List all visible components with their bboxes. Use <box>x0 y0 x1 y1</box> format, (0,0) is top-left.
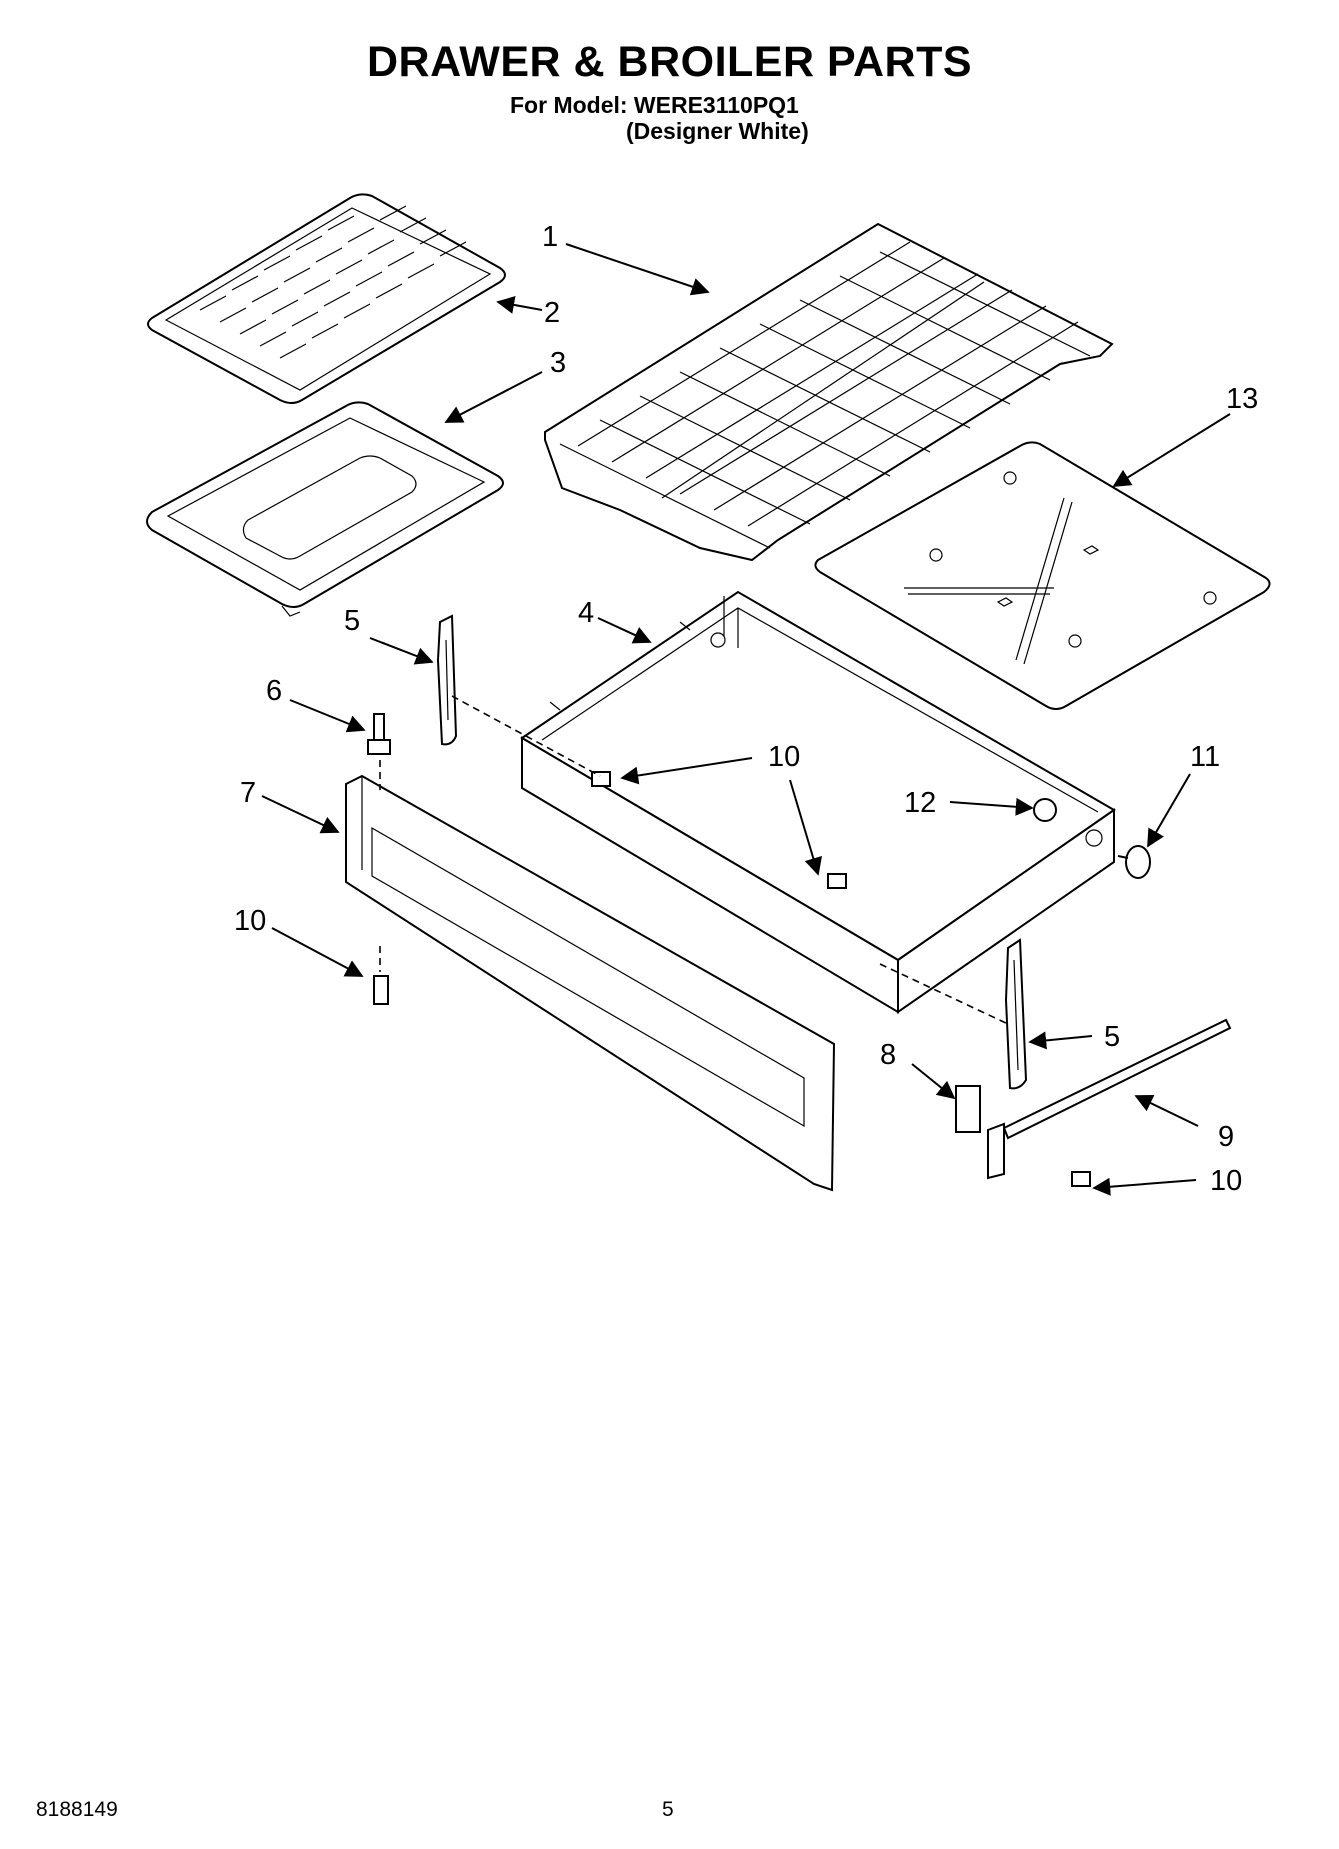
broiler-grid <box>147 193 506 404</box>
drawer-rail <box>987 1018 1232 1180</box>
document-number: 8188149 <box>36 1798 118 1821</box>
callout-8: 8 <box>880 1039 896 1071</box>
callout-10a: 10 <box>768 741 800 773</box>
callout-4: 4 <box>578 597 594 629</box>
nut <box>1033 798 1057 822</box>
callout-9: 9 <box>1218 1121 1234 1153</box>
drawer-front-panel <box>345 774 836 1192</box>
oven-rack <box>544 222 1114 562</box>
drawer-slide-right <box>1004 938 1028 1090</box>
broiler-pan <box>146 401 504 617</box>
callout-1: 1 <box>542 221 558 253</box>
broiler-drawer <box>520 590 1116 1014</box>
callout-6: 6 <box>266 675 282 707</box>
callout-12: 12 <box>904 787 936 819</box>
callout-10c: 10 <box>1210 1165 1242 1197</box>
clip <box>955 1085 981 1133</box>
drawer-slide-left <box>436 614 458 746</box>
callout-13: 13 <box>1226 383 1258 415</box>
screw-c <box>373 975 389 1005</box>
callout-10b: 10 <box>234 905 266 937</box>
page-number: 5 <box>662 1798 674 1821</box>
callout-11: 11 <box>1190 741 1220 773</box>
screw-b <box>827 873 847 889</box>
model-line: For Model: WERE3110PQ1 <box>510 92 799 118</box>
variant-line: (Designer White) <box>626 118 809 144</box>
callout-3: 3 <box>550 347 566 379</box>
foot <box>1117 845 1151 879</box>
assembly-line-left <box>451 695 601 777</box>
drawer-bottom-panel <box>814 441 1271 710</box>
callout-7: 7 <box>240 777 256 809</box>
callout-2: 2 <box>544 297 560 329</box>
leader-arrows <box>261 243 1231 1196</box>
stud <box>367 713 391 755</box>
callout-5b: 5 <box>1104 1021 1120 1053</box>
screw-a <box>591 771 611 787</box>
page-title: DRAWER & BROILER PARTS <box>366 38 973 86</box>
screw-d <box>1071 1171 1091 1187</box>
callout-5a: 5 <box>344 605 360 637</box>
model-info: For Model: WERE3110PQ1 (Designer White) <box>510 92 809 144</box>
